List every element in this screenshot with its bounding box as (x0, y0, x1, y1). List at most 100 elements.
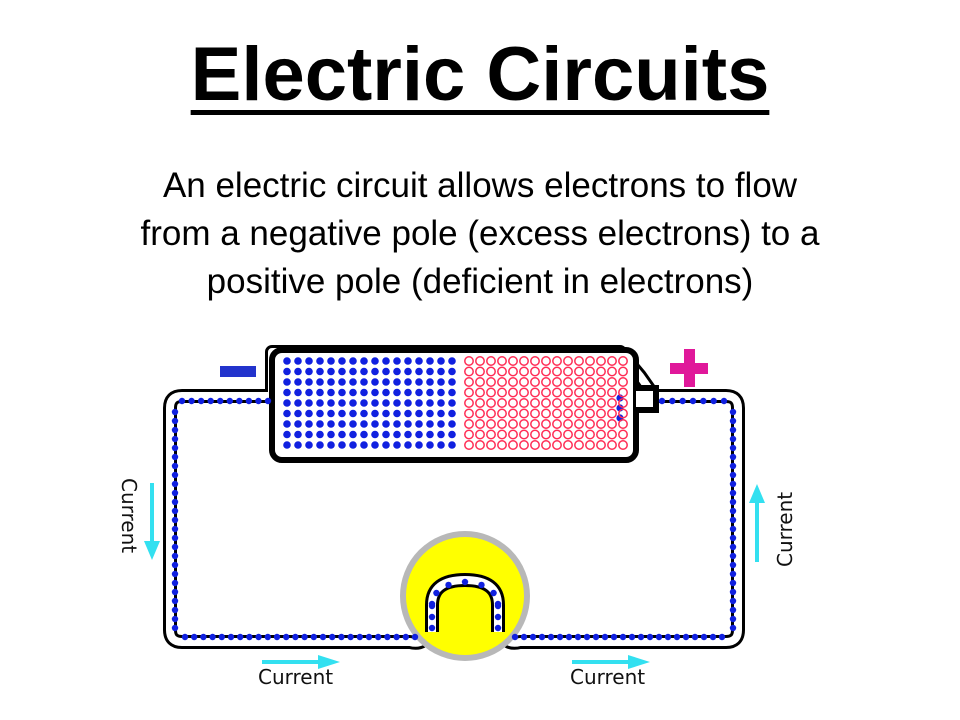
hole-circle (508, 429, 518, 440)
hole-circle (508, 377, 518, 387)
electron-dot (294, 378, 302, 386)
hole-circle (552, 440, 562, 450)
electron-dot (207, 397, 214, 405)
electron-dot (227, 633, 235, 641)
hole-circle (596, 419, 606, 429)
electron-dot (171, 579, 179, 587)
hole-circle (519, 429, 529, 440)
electron-dot (601, 633, 609, 641)
electron-dot (294, 430, 302, 439)
electron-dot (356, 633, 363, 641)
electron-dot (729, 588, 737, 596)
electron-dot (404, 409, 412, 418)
electron-dot (171, 570, 179, 578)
electron-dot (316, 367, 324, 376)
hole-circle (486, 419, 496, 429)
electron-dot (448, 367, 456, 376)
hole-circle (464, 408, 474, 419)
electron-dot (171, 552, 179, 560)
hole-circle (497, 366, 507, 377)
electron-dot (245, 397, 253, 405)
hole-circle (475, 419, 485, 429)
positive-symbol (670, 349, 708, 387)
electron-dot (729, 570, 737, 578)
electron-dot (393, 378, 401, 386)
electron-dot (171, 597, 179, 605)
hole-circle (618, 377, 628, 387)
hole-circle (585, 387, 595, 398)
electron-dot (437, 388, 445, 397)
electron-dot (393, 633, 400, 641)
hole-circle (607, 440, 617, 450)
electron-dot (729, 480, 737, 488)
electron-dot (393, 441, 401, 449)
electron-dot (283, 388, 291, 397)
electron-dot (478, 581, 485, 589)
hole-circle (563, 377, 573, 387)
electron-dot (682, 633, 690, 641)
electron-dot (371, 357, 379, 365)
hole-circle (486, 408, 496, 419)
electron-dot (565, 633, 573, 641)
electron-dot (382, 430, 390, 439)
electron-dot (720, 397, 728, 405)
electron-dot (283, 441, 291, 449)
electron-dot (171, 435, 179, 443)
electron-dot (191, 633, 198, 641)
electron-dot (619, 633, 627, 641)
electron-dot (338, 357, 346, 365)
electron-dot (349, 409, 357, 418)
hole-circle (552, 398, 562, 408)
negative-symbol (220, 366, 256, 377)
hole-circle (585, 356, 595, 366)
hole-circle (486, 377, 496, 387)
hole-circle (497, 419, 507, 429)
subtitle-line-2: from a negative pole (excess electrons) … (140, 214, 820, 253)
electron-dot (494, 624, 502, 632)
electron-dot (393, 430, 401, 439)
electron-dot (371, 420, 379, 428)
hole-circle (585, 419, 595, 429)
hole-circle (618, 440, 628, 450)
electron-dot (338, 441, 346, 449)
electron-dot (426, 388, 434, 397)
electron-dot (305, 441, 313, 449)
subtitle-line-1: An electric circuit allows electrons to … (162, 166, 798, 205)
slide-subtitle: An electric circuit allows electrons to … (40, 162, 920, 306)
hole-circle (530, 398, 540, 408)
electron-dot (729, 606, 737, 614)
electron-dot (729, 462, 737, 470)
electron-dot (402, 633, 409, 641)
electron-dot (404, 430, 412, 439)
electron-dot (428, 624, 436, 632)
electron-dot (316, 409, 324, 418)
electron-dot (360, 367, 368, 376)
electron-dot (415, 357, 423, 365)
hole-circle (508, 366, 518, 377)
hole-circle (541, 408, 551, 419)
electron-dot (171, 534, 179, 542)
hole-circle (508, 440, 518, 450)
electron-dot (664, 633, 672, 641)
electron-dot (415, 399, 423, 407)
hole-circle (475, 356, 485, 366)
battery-terminal (636, 385, 659, 413)
electron-dot (610, 633, 618, 641)
hole-circle (464, 356, 474, 366)
electron-dot (718, 633, 726, 641)
hole-circle (475, 408, 485, 419)
electron-dot (349, 430, 357, 439)
electron-dot (327, 430, 335, 439)
electron-dot (448, 409, 456, 418)
hole-circle (530, 429, 540, 440)
electron-dot (305, 420, 313, 428)
electron-dot (301, 633, 308, 641)
electron-dot (437, 399, 445, 407)
electron-dot (393, 399, 401, 407)
electron-dot (217, 397, 224, 405)
electron-dot (729, 525, 737, 533)
electron-dot (382, 441, 390, 449)
electron-dot (360, 388, 368, 397)
electron-dot (255, 397, 262, 405)
hole-circle (596, 356, 606, 366)
